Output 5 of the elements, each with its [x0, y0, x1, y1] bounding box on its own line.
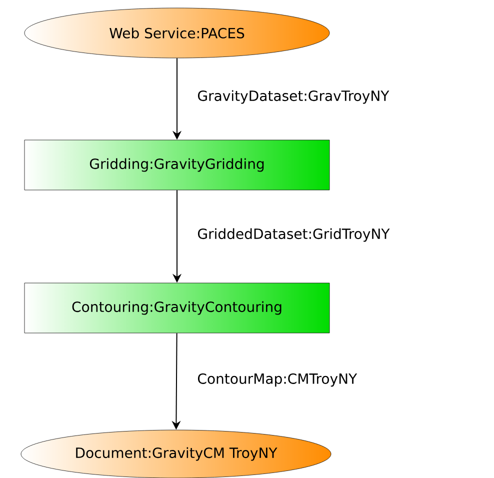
- edge-label: ContourMap:CMTroyNY: [196, 372, 358, 388]
- edge-label: GravityDataset:GravTroyNY: [196, 89, 390, 105]
- edge-label: GriddedDataset:GridTroyNY: [196, 227, 391, 243]
- process-box: Gridding:GravityGridding: [24, 140, 330, 190]
- process-box: Contouring:GravityContouring: [24, 282, 330, 334]
